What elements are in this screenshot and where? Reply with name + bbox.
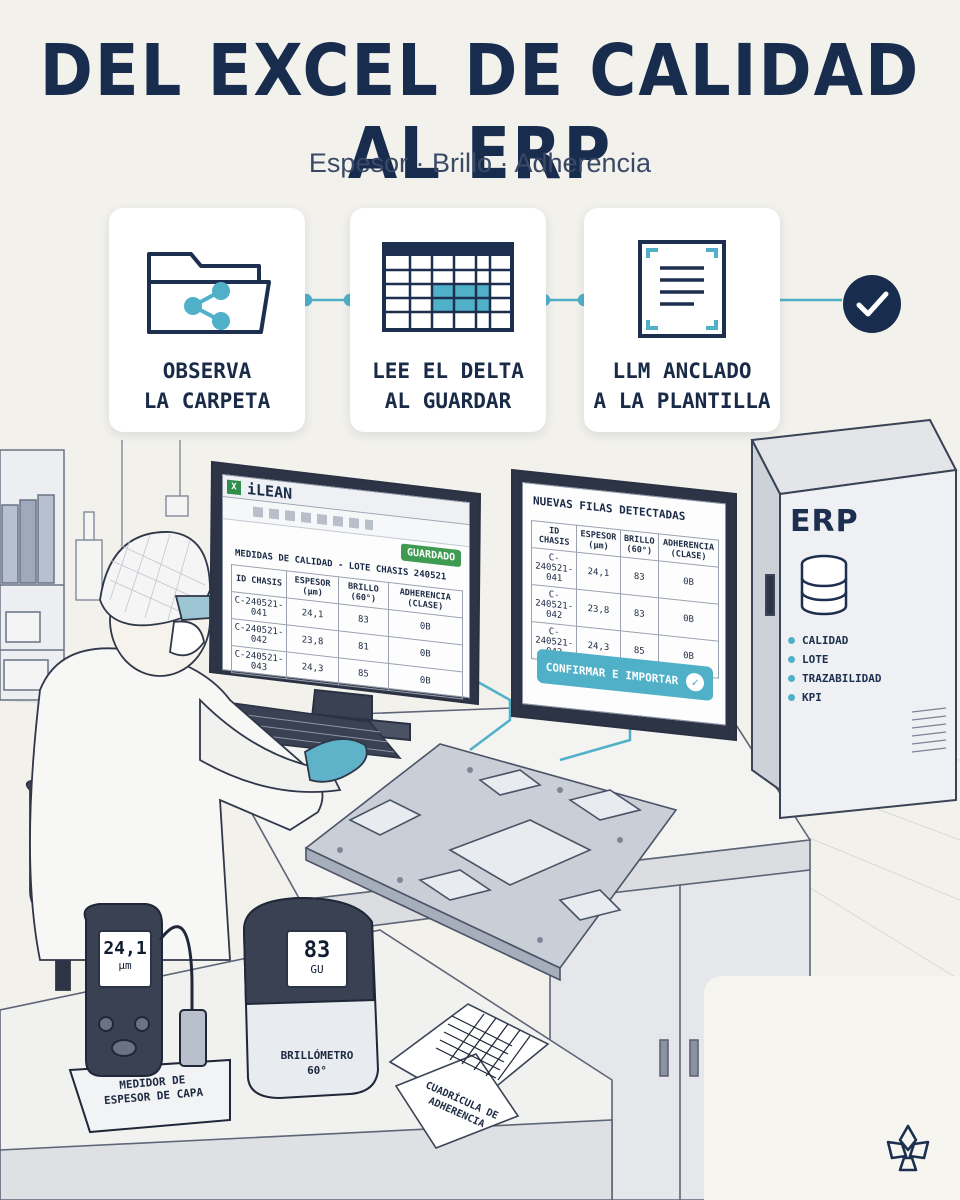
table-cell: C-240521-041: [531, 547, 577, 590]
detected-title: NUEVAS FILAS DETECTADAS: [533, 494, 686, 524]
corner-panel: [704, 976, 960, 1200]
erp-module-item: CALIDAD: [788, 634, 881, 647]
table-cell: C-240521-042: [531, 584, 577, 627]
table-cell: 0B: [658, 560, 719, 605]
table-cell[interactable]: 85: [338, 657, 389, 691]
excel-app-icon: X: [227, 479, 241, 496]
spreadsheet-grid-icon: [382, 242, 514, 332]
excel-app-name: iLEAN: [247, 479, 293, 503]
excel-window: X iLEAN GUARDADO MEDIDAS DE CALIDAD - LO…: [222, 474, 470, 699]
check-icon: ✓: [686, 672, 705, 693]
confirm-import-label: CONFIRMAR E IMPORTAR: [545, 659, 679, 687]
erp-module-item: TRAZABILIDAD: [788, 672, 881, 685]
table-cell: 24,1: [576, 552, 621, 594]
erp-module-item: LOTE: [788, 653, 881, 666]
shelf-unit: [0, 449, 65, 701]
column-header: BRILLO (60°): [620, 529, 659, 561]
thickness-readout: 24,1 µm: [98, 930, 152, 988]
gloss-meter-label: BRILLÓMETRO 60°: [280, 1049, 354, 1077]
gloss-readout: 83 GU: [286, 930, 348, 988]
erp-server-cabinet: [750, 418, 958, 820]
table-cell[interactable]: 24,3: [286, 651, 339, 685]
detected-rows-window: NUEVAS FILAS DETECTADAS ID CHASIS ESPESO…: [522, 482, 726, 726]
adhesion-crosshatch-card: [388, 1003, 550, 1149]
erp-module-item: KPI: [788, 691, 881, 704]
erp-title: ERP: [790, 504, 859, 539]
saved-badge: GUARDADO: [401, 543, 462, 568]
folder-share-icon: [147, 252, 271, 334]
erp-module-list: CALIDAD LOTE TRAZABILIDAD KPI: [788, 634, 881, 710]
database-icon: [800, 554, 848, 616]
table-cell: 83: [620, 593, 659, 635]
lab-technician: [25, 531, 368, 991]
table-cell: 83: [620, 556, 659, 598]
page-title: DEL EXCEL DE CALIDAD AL ERP: [39, 30, 921, 196]
table-cell[interactable]: C-240521-043: [231, 645, 287, 679]
brand-logo-icon: [886, 1124, 930, 1172]
check-circle-icon: [843, 275, 901, 333]
table-cell: 23,8: [576, 589, 621, 631]
table-cell: 0B: [658, 597, 719, 642]
page-subtitle: Espesor · Brillo · Adherencia: [308, 148, 652, 178]
document-scan-icon: [638, 240, 726, 338]
chassis-plate: [304, 743, 678, 982]
